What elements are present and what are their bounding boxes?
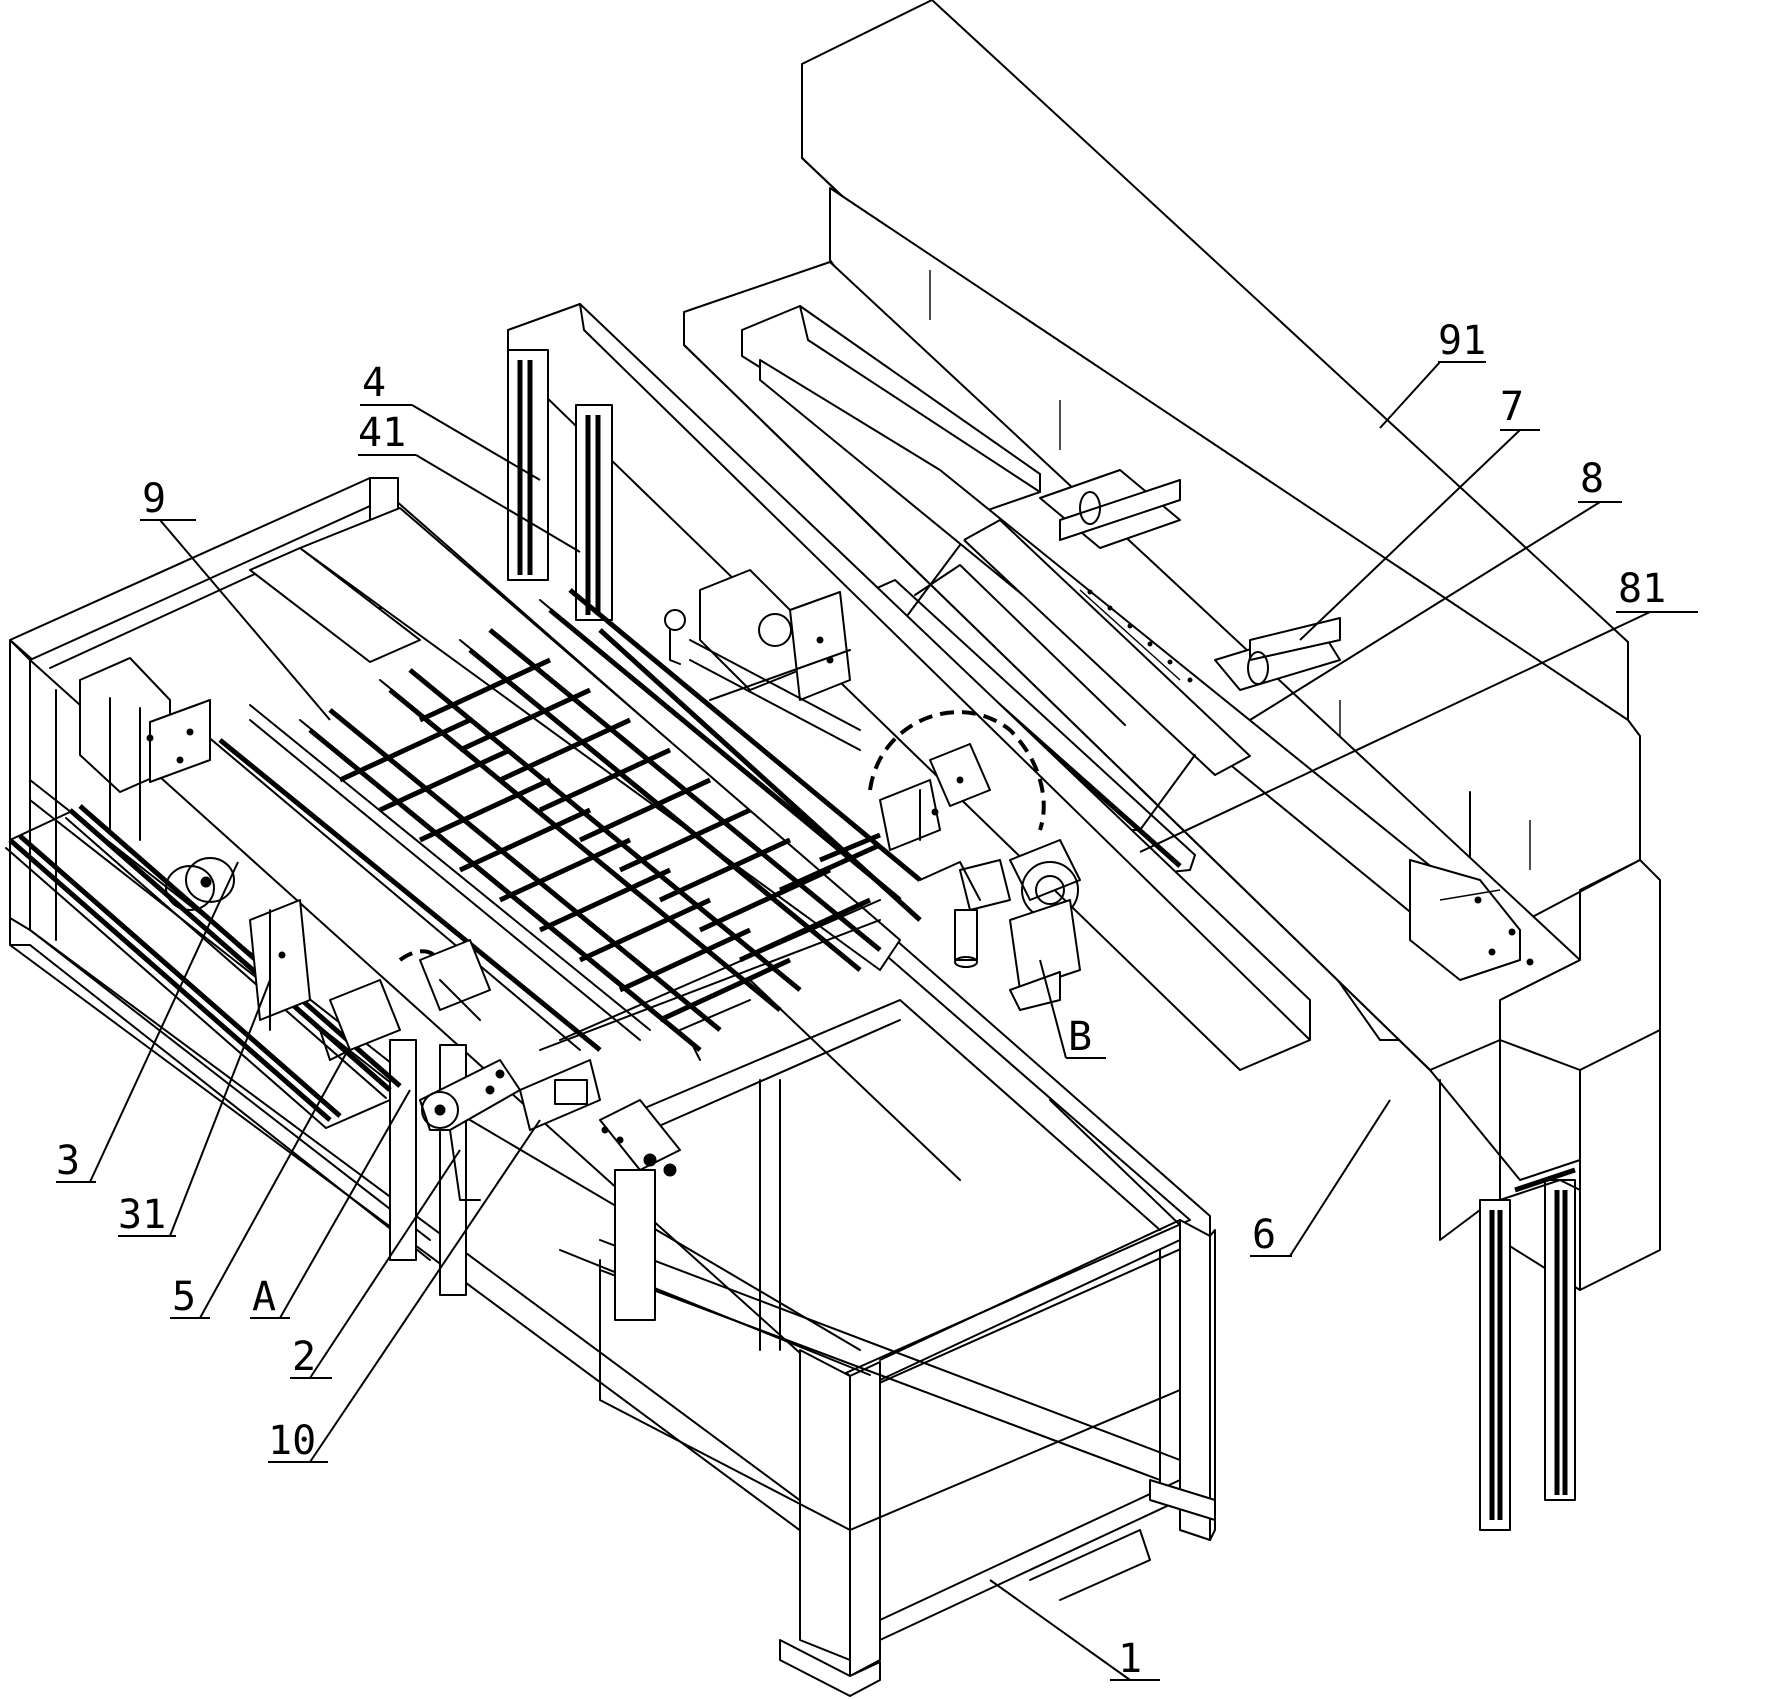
label-7: 7 [1500, 384, 1524, 430]
upper-cylinder-41 [664, 569, 861, 751]
label-b: B [1068, 1014, 1092, 1060]
detail-region-b [868, 710, 1046, 851]
drive-bracket [419, 1059, 681, 1321]
label-5: 5 [172, 1274, 196, 1320]
label-9: 9 [142, 476, 166, 522]
detail-region-a [398, 939, 491, 1021]
label-31: 31 [118, 1192, 166, 1238]
leader-lines [56, 361, 1698, 1681]
label-41: 41 [358, 410, 406, 456]
label-6: 6 [1252, 1212, 1276, 1258]
label-a: A [252, 1274, 276, 1320]
label-81: 81 [1618, 566, 1666, 612]
gantry-frame [507, 303, 1311, 1071]
label-2: 2 [292, 1334, 316, 1380]
label-4: 4 [362, 360, 386, 406]
sliding-rail [741, 305, 1534, 981]
motor-b [919, 839, 1081, 1011]
label-1: 1 [1118, 1636, 1142, 1682]
label-10: 10 [268, 1418, 316, 1464]
reference-labels: 4 41 9 91 7 8 81 6 B 1 3 31 5 A 2 10 [56, 318, 1666, 1682]
label-3: 3 [56, 1138, 80, 1184]
conveyor-profiles [199, 507, 922, 1061]
conveyor-slats [338, 657, 882, 1023]
label-8: 8 [1580, 456, 1604, 502]
left-rails [5, 657, 402, 1129]
label-91: 91 [1438, 318, 1486, 364]
